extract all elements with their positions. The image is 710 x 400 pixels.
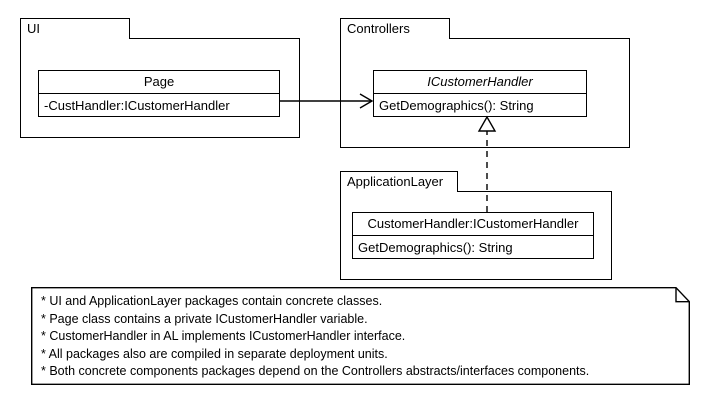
package-ui-label: UI xyxy=(27,21,40,36)
note-line: * All packages also are compiled in sepa… xyxy=(41,346,388,361)
package-applicationlayer-tab[interactable]: ApplicationLayer xyxy=(340,171,458,192)
class-name-icustomerhandler: ICustomerHandler xyxy=(374,71,586,94)
note-line: * Page class contains a private ICustome… xyxy=(41,311,368,326)
note-line: * Both concrete components packages depe… xyxy=(41,364,590,379)
package-applicationlayer-label: ApplicationLayer xyxy=(347,174,444,189)
diagram-note[interactable]: * UI and ApplicationLayer packages conta… xyxy=(31,287,690,385)
package-controllers-label: Controllers xyxy=(347,21,410,36)
class-operation-icustomerhandler-getdemographics: GetDemographics(): String xyxy=(379,98,534,113)
class-box-page[interactable]: Page -CustHandler:ICustomerHandler xyxy=(38,70,280,117)
class-box-icustomerhandler[interactable]: ICustomerHandler GetDemographics(): Stri… xyxy=(373,70,587,117)
class-box-customerhandler[interactable]: CustomerHandler:ICustomerHandler GetDemo… xyxy=(352,212,594,259)
note-line: * CustomerHandler in AL implements ICust… xyxy=(41,329,406,344)
note-shape xyxy=(31,287,690,385)
class-name-customerhandler: CustomerHandler:ICustomerHandler xyxy=(353,213,593,236)
class-attribute-page-custhandler: -CustHandler:ICustomerHandler xyxy=(44,98,230,113)
note-text-block: * UI and ApplicationLayer packages conta… xyxy=(41,293,589,381)
class-name-page: Page xyxy=(39,71,279,94)
note-line: * UI and ApplicationLayer packages conta… xyxy=(41,294,383,308)
package-ui-tab[interactable]: UI xyxy=(20,18,130,39)
package-controllers-tab[interactable]: Controllers xyxy=(340,18,450,39)
class-operation-customerhandler-getdemographics: GetDemographics(): String xyxy=(358,240,513,255)
